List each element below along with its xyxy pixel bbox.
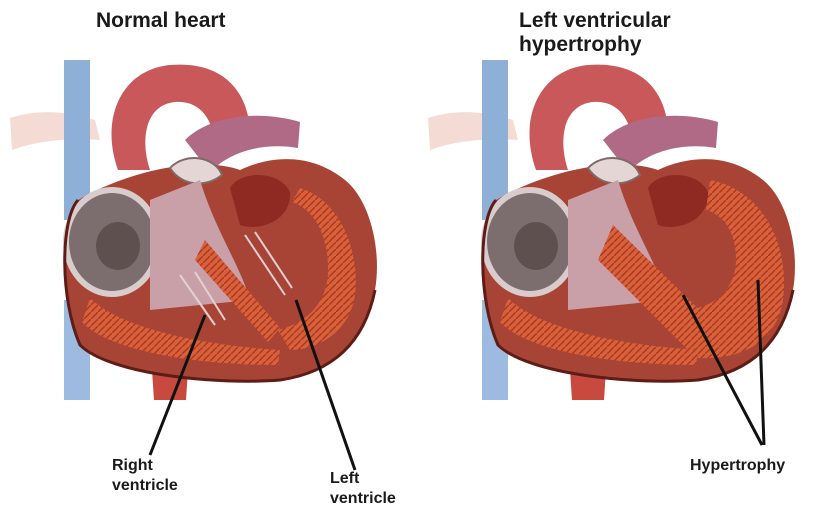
hypertrophy-leader-wall [758,280,764,445]
right-ventricle-label-line-2: ventricle [112,476,178,496]
hypertrophy-label: Hypertrophy [690,456,785,476]
left-ventricle-label-line-2: ventricle [330,489,396,509]
left-ventricle-label: Left ventricle [330,469,396,509]
left-ventricle-leader [296,300,355,470]
left-ventricle-label-line-1: Left [330,469,396,489]
hypertrophy-leader-septum [683,295,762,445]
right-ventricle-leader [150,315,205,455]
right-ventricle-label-line-1: Right [112,456,178,476]
right-ventricle-label: Right ventricle [112,456,178,496]
